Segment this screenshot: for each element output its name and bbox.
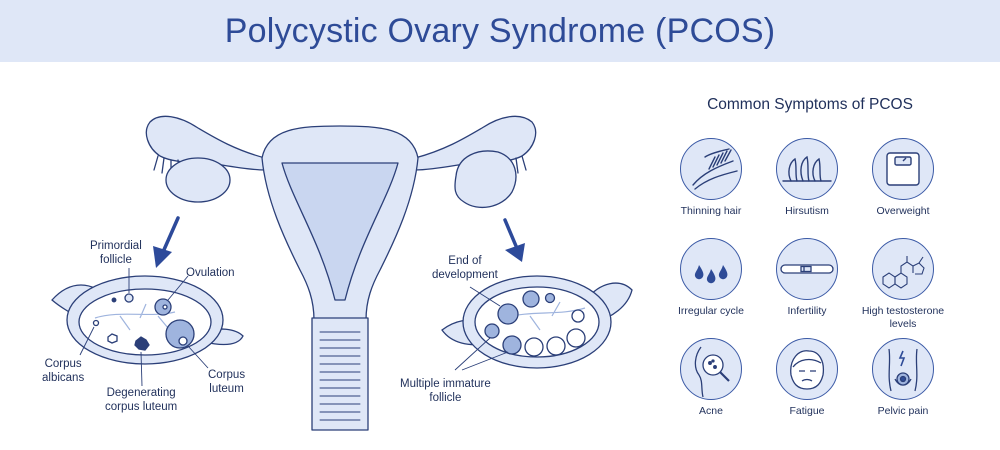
symptom-pelvic-pain: Pelvic pain (848, 338, 958, 418)
acne-icon (680, 338, 742, 400)
symptom-high-testosterone: High testosterone levels (848, 238, 958, 331)
pregnancy-test-icon (776, 238, 838, 300)
pcos-follicle-7 (546, 336, 566, 356)
label-end-of-development: End of development (432, 255, 498, 281)
symptom-label: Fatigue (789, 405, 825, 417)
pcos-follicle-3 (544, 292, 556, 304)
symptom-overweight: Overweight (848, 138, 958, 218)
hirsutism-icon (776, 138, 838, 200)
symptom-label: Irregular cycle (678, 305, 744, 317)
tired-face-icon (776, 338, 838, 400)
pcos-follicle-8 (566, 328, 586, 348)
label-ovulation: Ovulation (186, 267, 235, 279)
symptom-infertility: Infertility (752, 238, 862, 318)
symptoms-title: Common Symptoms of PCOS (707, 96, 913, 113)
symptom-label: High testosterone levels (861, 305, 945, 330)
scale-icon (872, 138, 934, 200)
left-ovary-vessels (94, 303, 176, 331)
follicle-dot (162, 304, 168, 310)
left-arrow-shaft (161, 216, 180, 254)
pcos-follicle-4 (484, 323, 500, 339)
symptom-label: Overweight (876, 205, 930, 217)
label-corpus-albicans: Corpus albicans (42, 358, 85, 384)
symptom-label: Hirsutism (785, 205, 829, 217)
corpus-luteum-inner (178, 336, 188, 346)
label-degenerating-corpus-luteum: Degenerating corpus luteum (105, 387, 178, 413)
drops-icon (680, 238, 742, 300)
pcos-follicle-1 (497, 303, 519, 325)
pcos-follicle-5 (502, 335, 522, 355)
symptom-thinning-hair: Thinning hair (656, 138, 766, 218)
symptom-hirsutism: Hirsutism (752, 138, 862, 218)
right-arrow-shaft (503, 218, 518, 248)
left-ovary-small (165, 157, 231, 203)
pcos-follicle-6 (524, 337, 544, 357)
label-multiple-immature-follicle: Multiple immature follicle (400, 378, 491, 404)
symptom-irregular-cycle: Irregular cycle (656, 238, 766, 318)
corpus-albicans (92, 319, 100, 327)
label-corpus-luteum: Corpus luteum (208, 369, 246, 395)
small-body (107, 333, 118, 344)
right-arrow-head (505, 243, 525, 262)
page-title: Polycystic Ovary Syndrome (PCOS) (224, 12, 776, 50)
vaginal-rugae (319, 331, 361, 421)
left-fallopian-tube (145, 115, 266, 171)
thinning-hair-icon (680, 138, 742, 200)
primordial-follicle-2 (111, 297, 117, 303)
symptom-label: Acne (699, 405, 723, 417)
pcos-follicle-9 (571, 309, 585, 323)
uterine-cavity (281, 162, 399, 301)
vagina (311, 317, 369, 431)
label-primordial-follicle: Primordial follicle (90, 240, 142, 266)
symptom-label: Pelvic pain (877, 405, 929, 417)
right-ovary-small (454, 150, 517, 209)
degenerating-corpus-luteum (134, 336, 150, 351)
title-banner: Polycystic Ovary Syndrome (PCOS) (0, 0, 1000, 62)
pelvic-pain-icon (872, 338, 934, 400)
primordial-follicle-1 (124, 293, 134, 303)
symptom-fatigue: Fatigue (752, 338, 862, 418)
uterus-illustration (51, 115, 633, 431)
symptom-label: Thinning hair (680, 205, 742, 217)
molecule-icon (872, 238, 934, 300)
pcos-follicle-2 (522, 290, 540, 308)
symptom-acne: Acne (656, 338, 766, 418)
left-arrow-head (153, 246, 172, 268)
symptom-label: Infertility (787, 305, 827, 317)
